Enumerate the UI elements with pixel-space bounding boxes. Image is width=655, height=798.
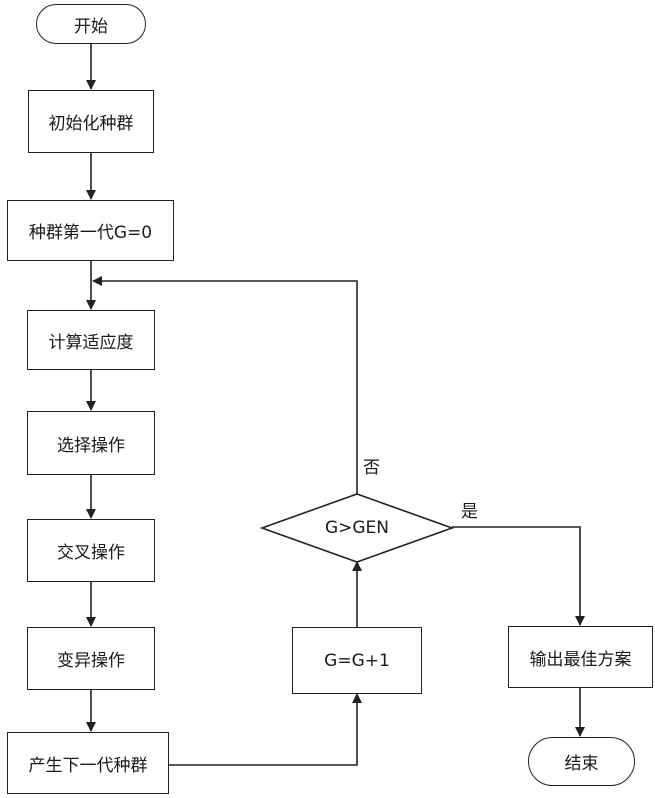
decision-diamond — [259, 493, 455, 563]
increment-generation-label: G=G+1 — [324, 650, 390, 671]
next-generation-box: 产生下一代种群 — [7, 732, 169, 794]
start-label: 开始 — [74, 16, 108, 37]
edge-decision-no-loop — [92, 276, 358, 494]
crossover-box: 交叉操作 — [27, 519, 155, 582]
decision-label: G>GEN — [324, 518, 390, 538]
edge-nextgen-increment — [169, 693, 362, 766]
init-population-label: 初始化种群 — [48, 114, 134, 134]
output-best-solution-box: 输出最佳方案 — [508, 626, 653, 688]
no-branch-label: 否 — [363, 458, 380, 478]
compute-fitness-box: 计算适应度 — [27, 310, 155, 370]
mutation-label: 变异操作 — [57, 651, 125, 671]
crossover-label: 交叉操作 — [57, 543, 125, 563]
mutation-box: 变异操作 — [27, 627, 155, 690]
edge-decision-yes-output — [452, 526, 585, 626]
increment-generation-box: G=G+1 — [292, 627, 422, 694]
output-best-solution-label: 输出最佳方案 — [529, 649, 632, 670]
compute-fitness-label: 计算适应度 — [48, 332, 134, 353]
generation-zero-box: 种群第一代G=0 — [7, 200, 174, 261]
end-label: 结束 — [564, 754, 599, 774]
selection-box: 选择操作 — [27, 411, 155, 475]
end-terminal: 结束 — [528, 737, 635, 786]
generation-zero-label: 种群第一代G=0 — [28, 223, 153, 243]
next-generation-label: 产生下一代种群 — [28, 755, 148, 776]
yes-branch-label: 是 — [461, 502, 478, 522]
start-terminal: 开始 — [36, 4, 146, 44]
selection-label: 选择操作 — [57, 435, 125, 456]
init-population-box: 初始化种群 — [28, 90, 154, 153]
